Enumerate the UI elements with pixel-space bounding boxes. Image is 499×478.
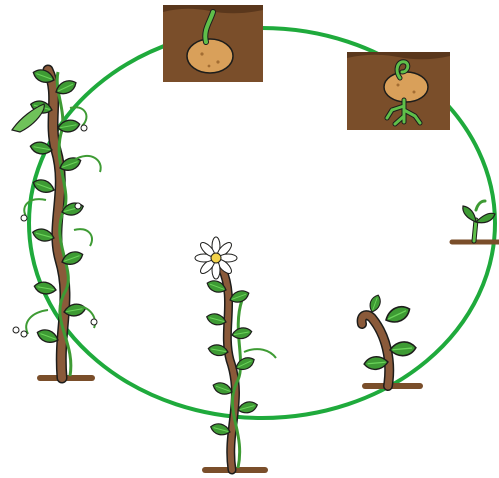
mature-plant-with-pods-icon bbox=[12, 67, 101, 378]
daisy-flower-icon bbox=[195, 237, 237, 279]
bean-seed-with-roots-icon bbox=[347, 52, 450, 130]
small-seedling-icon bbox=[452, 201, 499, 242]
flowering-plant-icon bbox=[195, 237, 276, 470]
bean-pod-icon bbox=[12, 104, 44, 132]
bean-seed-sprouting-icon bbox=[163, 5, 263, 82]
